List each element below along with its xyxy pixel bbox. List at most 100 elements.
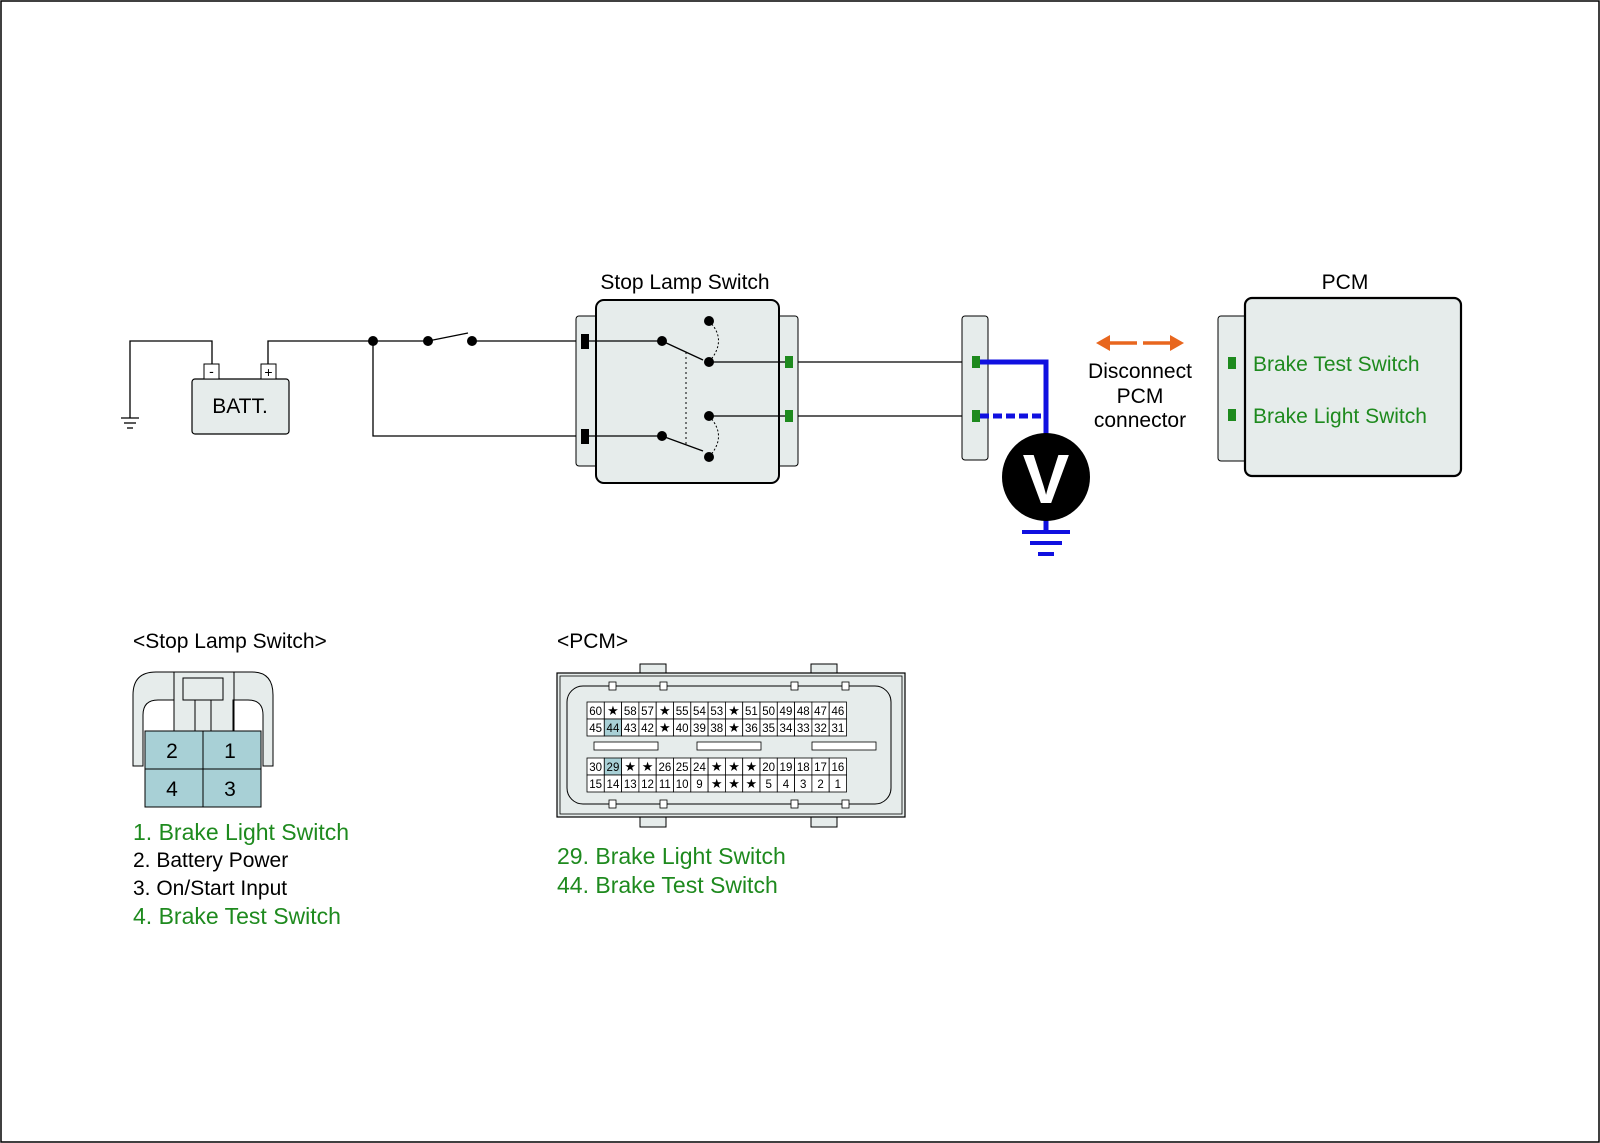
sls-legend-item: 4. Brake Test Switch	[133, 903, 341, 929]
pcm-pin-label: 16	[831, 762, 844, 774]
pcm-pin-label: 36	[745, 723, 758, 735]
pcm-pin-label: 15	[589, 779, 602, 791]
pcm-connector-title: <PCM>	[557, 630, 628, 653]
sls-legend-item: 1. Brake Light Switch	[133, 819, 349, 845]
pcm-pin-label: 20	[762, 762, 775, 774]
pcm-pin-label: 53	[710, 706, 723, 718]
pcm-pin-label: 14	[607, 779, 620, 791]
battery-negative-label: -	[209, 363, 214, 379]
pcm-pin-label: 30	[589, 762, 602, 774]
pcm-pin-label: 49	[780, 706, 793, 718]
sls-pin-label: 3	[224, 778, 236, 801]
pcm-pin-label: 50	[762, 706, 775, 718]
pcm-pin-label: 55	[676, 706, 689, 718]
pcm-pin-label: 13	[624, 779, 637, 791]
pcm-pin-label: ★	[746, 759, 758, 774]
pcm-pin-label: 39	[693, 723, 706, 735]
battery-positive-label: +	[264, 364, 272, 380]
pcm-pin-label: 54	[693, 706, 706, 718]
pcm-legend-item: 44. Brake Test Switch	[557, 872, 778, 898]
pcm-pin-brake-test-switch: Brake Test Switch	[1253, 353, 1420, 376]
sls-pin-2-cell	[144, 730, 204, 770]
sls-pin-3-cell	[202, 768, 262, 808]
pcm-pin-label: 58	[624, 706, 637, 718]
pcm-title: PCM	[1322, 271, 1369, 294]
stop-lamp-switch-title: Stop Lamp Switch	[600, 271, 769, 294]
disconnect-line-1: Disconnect	[1088, 360, 1192, 383]
stop-lamp-switch: Stop Lamp Switch	[575, 271, 799, 484]
disconnect-arrows	[1096, 335, 1184, 351]
pcm-pin-label: 9	[696, 779, 702, 791]
pcm-pin-label: ★	[624, 759, 636, 774]
pcm-pin-label: ★	[607, 703, 619, 718]
pcm-pin-label: 42	[641, 723, 654, 735]
pcm-pin-label: 18	[797, 762, 810, 774]
pcm-pin-label: 12	[641, 779, 654, 791]
pcm-pin-label: 29	[607, 762, 620, 774]
pcm-pin-label: ★	[728, 720, 740, 735]
pcm-pin-label: ★	[659, 703, 671, 718]
battery-label: BATT.	[212, 395, 268, 418]
pcm-pin-brake-light-switch: Brake Light Switch	[1253, 405, 1427, 428]
sls-connector-view: <Stop Lamp Switch> 2 1 4 3	[132, 630, 327, 808]
pcm-pin-label: ★	[728, 703, 740, 718]
voltmeter: V	[1002, 433, 1090, 521]
pcm-pin-label: ★	[728, 776, 740, 791]
voltmeter-probes	[980, 359, 1070, 556]
pcm-pin-label: 32	[814, 723, 827, 735]
switch-contacts	[657, 316, 714, 462]
pcm-pin-label: 31	[831, 723, 844, 735]
pcm-pin-label: 11	[659, 779, 671, 791]
pcm-pin-label: 38	[710, 723, 723, 735]
pcm-pin-label: 45	[589, 723, 602, 735]
disconnect-line-3: connector	[1094, 409, 1186, 432]
pcm-pin-label: 2	[817, 779, 823, 791]
pcm-pin-label: 19	[780, 762, 793, 774]
pcm-pin-label: ★	[746, 776, 758, 791]
pcm-module: PCM Brake Test Switch Brake Light Switch	[1217, 271, 1463, 478]
pcm-pin-label: ★	[642, 759, 654, 774]
pcm-pin-label: ★	[659, 720, 671, 735]
sls-pin-1-cell	[202, 730, 262, 770]
ground-wire	[129, 340, 213, 418]
pcm-pin-label: 3	[800, 779, 806, 791]
pcm-pin-label: ★	[711, 759, 723, 774]
pcm-pin-label: 57	[641, 706, 654, 718]
pcm-pin-label: 51	[745, 706, 758, 718]
pcm-pin-label: 43	[624, 723, 637, 735]
harness-connector	[961, 315, 989, 461]
sls-pin-label: 1	[224, 740, 236, 763]
pcm-pin-label: 47	[814, 706, 827, 718]
pcm-pin-label: 24	[693, 762, 706, 774]
pcm-pin-label: 1	[835, 779, 841, 791]
pcm-pin-cell	[828, 718, 847, 737]
pcm-pin-label: 48	[797, 706, 810, 718]
pcm-pin-label: 33	[797, 723, 810, 735]
sls-legend: 1. Brake Light Switch 2. Battery Power 3…	[133, 819, 349, 929]
voltmeter-label: V	[1023, 440, 1070, 518]
pcm-pin-label: 40	[676, 723, 689, 735]
sls-pin-label: 4	[166, 778, 178, 801]
battery: - + BATT.	[191, 363, 290, 435]
pcm-pin-cell	[828, 774, 847, 793]
sls-legend-item: 3. On/Start Input	[133, 877, 287, 900]
pcm-pin-label: 4	[783, 779, 790, 791]
pcm-pin-label: 17	[814, 762, 827, 774]
pcm-pin-label: 44	[607, 723, 620, 735]
pcm-pin-label: 35	[762, 723, 775, 735]
pcm-pin-label: 34	[780, 723, 793, 735]
pcm-pin-label: 5	[765, 779, 771, 791]
pcm-pin-label: 60	[589, 706, 602, 718]
pcm-pin-label: 26	[658, 762, 671, 774]
sls-pin-label: 2	[166, 740, 178, 763]
pcm-pin-label: 46	[831, 706, 844, 718]
disconnect-line-2: PCM	[1117, 385, 1164, 408]
pcm-pin-label: 10	[676, 779, 689, 791]
sls-legend-item: 2. Battery Power	[133, 849, 288, 872]
pcm-legend: 29. Brake Light Switch 44. Brake Test Sw…	[557, 843, 786, 898]
sls-connector-title: <Stop Lamp Switch>	[133, 630, 327, 653]
